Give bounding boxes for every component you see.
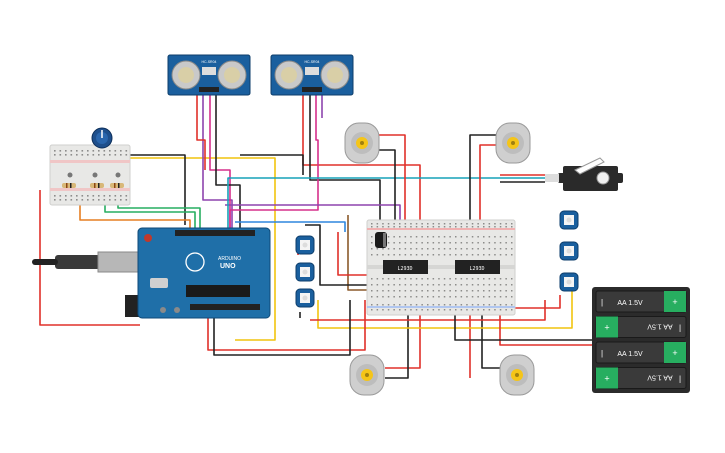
ldr-sensor: [92, 172, 98, 178]
plus-icon: +: [672, 297, 677, 307]
wire-red-np2: [310, 300, 546, 321]
battery-cell-label: AA 1.5V: [647, 374, 673, 381]
wire-black-bb: [305, 224, 370, 286]
wire-black-m2: [469, 134, 498, 235]
battery-cell-label: AA 1.5V: [647, 323, 673, 330]
wire-cyan-servo: [227, 177, 545, 232]
plus-icon: +: [604, 374, 609, 384]
power-jack: [125, 295, 140, 317]
capacitor: [375, 232, 387, 248]
wire-black-m4: [481, 300, 500, 369]
ultrasonic-sensor-left: HC-SR04: [167, 54, 251, 96]
dc-motor-bottom-left[interactable]: [349, 354, 385, 396]
minus-icon: |: [601, 349, 603, 358]
wire-red-1: [39, 190, 140, 326]
resistor: [90, 183, 104, 188]
neopixel: [559, 272, 579, 292]
usb-port: [97, 251, 139, 273]
plus-icon: +: [672, 348, 677, 358]
ultrasonic-sensor-right: HC-SR04: [270, 54, 354, 96]
wire-yellow-np: [317, 290, 573, 329]
minus-icon: |: [679, 375, 681, 384]
chip-label: L293D: [469, 266, 484, 272]
sensor-label: HC-SR04: [305, 60, 320, 64]
servo-horn: [574, 157, 605, 175]
minus-icon: |: [679, 324, 681, 333]
wire-black-m3: [385, 300, 409, 379]
servo-motor[interactable]: [545, 157, 623, 191]
wire-red-s1: [196, 95, 206, 170]
potentiometer[interactable]: [91, 127, 113, 149]
arduino-brand: ARDUINO: [218, 256, 241, 262]
wire-black-m1: [375, 149, 396, 240]
resistor: [110, 183, 124, 188]
dc-motor-bottom-right[interactable]: [499, 354, 535, 396]
wire-magenta-s2: [229, 95, 319, 232]
wire-black-ard: [213, 300, 351, 356]
minus-icon: |: [601, 298, 603, 307]
wire-red-m2: [479, 144, 498, 235]
chip-label: L293D: [397, 266, 412, 272]
battery-cell: + | AA 1.5V: [595, 290, 687, 313]
wire-magenta-s1: [209, 95, 231, 232]
battery-cell-label: AA 1.5V: [617, 300, 643, 307]
wire-yellow-1: [88, 157, 276, 341]
wire-black-s3: [240, 154, 304, 175]
neopixel-strip-left: [295, 235, 315, 308]
neopixel: [295, 235, 315, 255]
wire-blue-bb: [235, 221, 346, 232]
motor-driver-chip-left: L293D: [383, 260, 428, 274]
arduino-board[interactable]: ARDUINO UNO: [32, 227, 271, 319]
mini-breadboard: [49, 144, 131, 206]
neopixel: [559, 241, 579, 261]
ldr-sensor: [115, 172, 121, 178]
neopixel: [295, 262, 315, 282]
motor-driver-chip-right: L293D: [455, 260, 500, 274]
battery-cell: + | AA 1.5V: [595, 341, 687, 364]
arduino-model: UNO: [220, 263, 236, 270]
plus-icon: +: [604, 323, 609, 333]
wire-red-m3: [385, 300, 421, 369]
neopixel: [559, 210, 579, 230]
main-breadboard: L293D L293D: [366, 219, 516, 316]
ldr-sensor: [67, 172, 73, 178]
wire-purple-s1: [202, 95, 233, 232]
wire-red-s2: [302, 95, 421, 235]
dc-motor-top-right[interactable]: [495, 122, 531, 164]
sensor-label: HC-SR04: [202, 60, 217, 64]
wire-black-s2: [309, 95, 381, 222]
resistor: [62, 183, 76, 188]
arduino-logo-icon: [185, 252, 205, 272]
wire-red-ard: [207, 300, 366, 351]
wire-black-1: [110, 154, 186, 225]
neopixel-strip-right: [559, 210, 579, 292]
wire-orange-1: [79, 192, 191, 232]
wire-red-m1: [375, 134, 406, 240]
battery-cell: + | AA 1.5V: [595, 316, 687, 338]
dc-motor-top-left[interactable]: [344, 122, 380, 164]
battery-pack: + | AA 1.5V + | AA 1.5V + | AA 1.5V + | AA 1.5V: [592, 287, 690, 393]
battery-cell-label: AA 1.5V: [617, 351, 643, 358]
reset-button[interactable]: [144, 234, 152, 242]
neopixel: [295, 288, 315, 308]
usb-cable: [55, 255, 100, 269]
battery-cell: + | AA 1.5V: [595, 367, 687, 389]
